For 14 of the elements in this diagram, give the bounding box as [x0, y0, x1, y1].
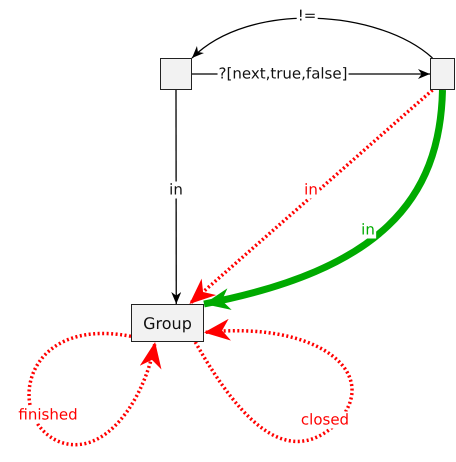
state-name: Group — [143, 314, 192, 332]
self-loop-arrow — [28, 332, 160, 446]
empty-box — [430, 58, 455, 90]
edge-label: in — [303, 182, 319, 198]
edge-label: in — [168, 182, 184, 198]
state-box — [131, 304, 204, 342]
edge-label: finished — [17, 406, 79, 424]
arrow — [192, 18, 433, 59]
self-loop-arrow — [194, 320, 354, 443]
edge-label: ?[next,true,false] — [218, 66, 348, 82]
edge-label: in — [360, 222, 376, 238]
empty-box — [160, 58, 192, 90]
arrow — [171, 90, 182, 304]
edge-label: closed — [300, 412, 350, 428]
